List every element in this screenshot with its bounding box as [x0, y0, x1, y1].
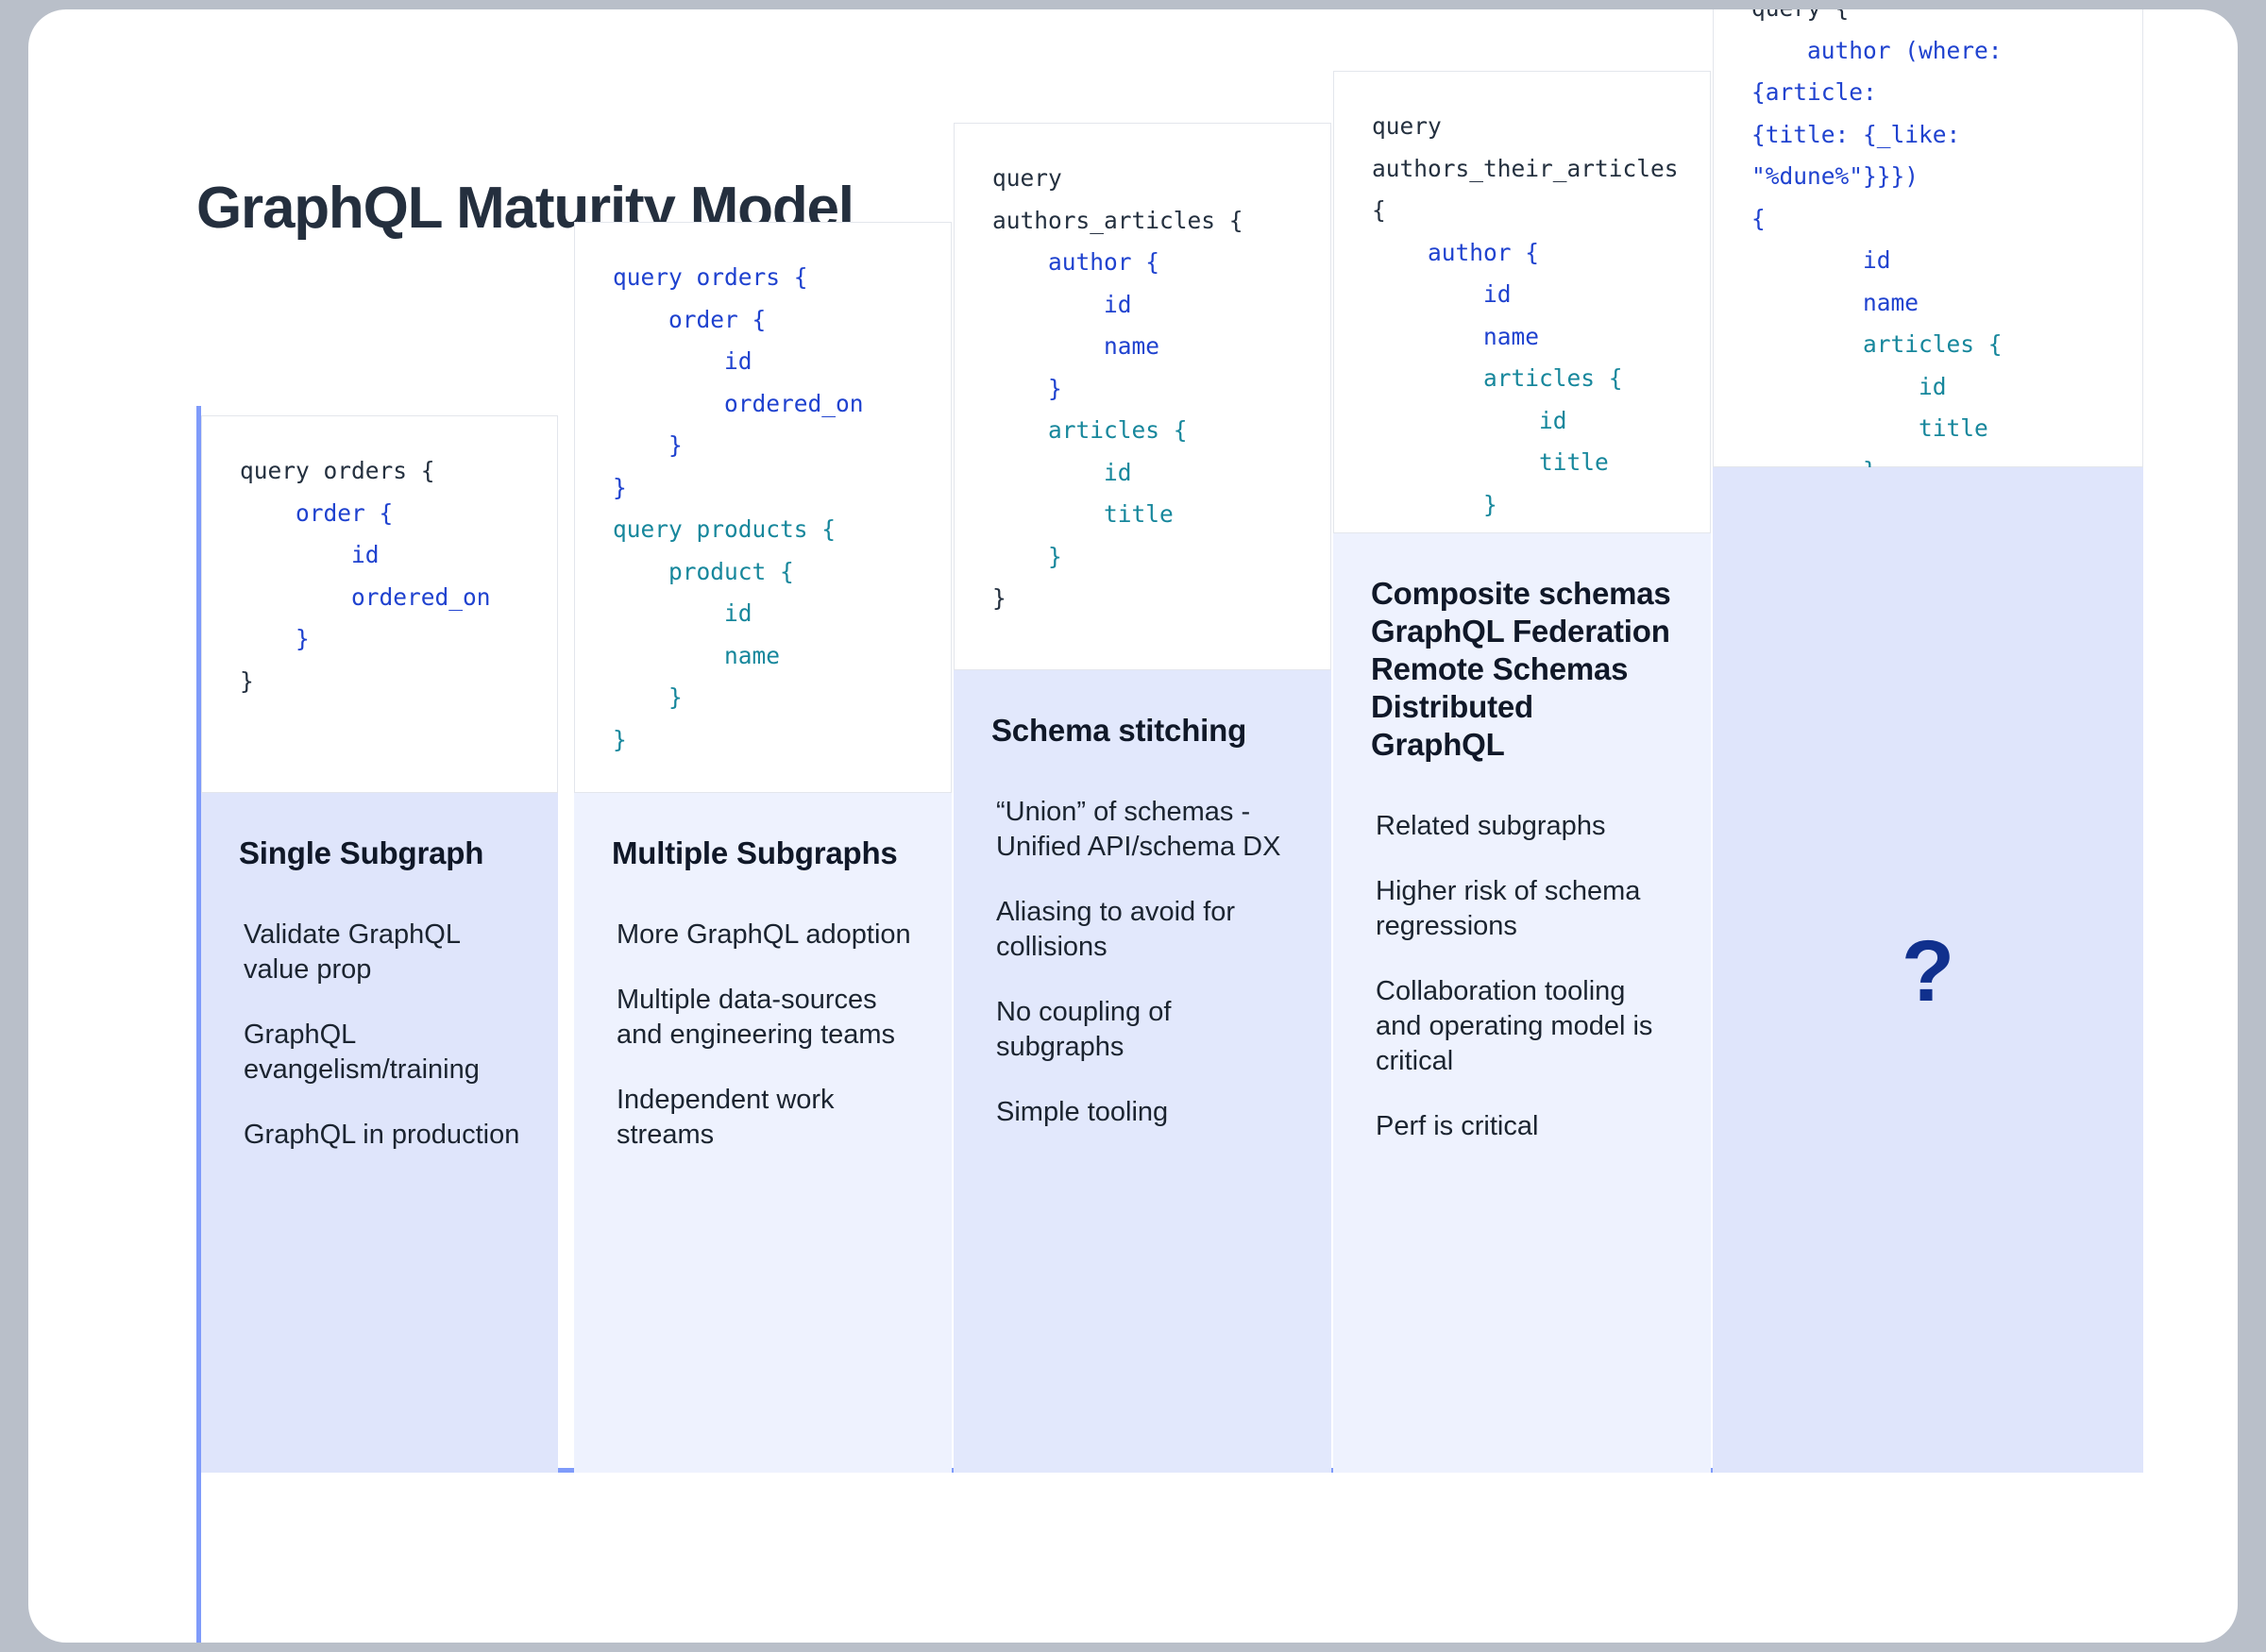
stage-column-unknown-future[interactable]: query { author (where: {article: {title:…: [1713, 9, 2143, 1473]
stage-bullet: Perf is critical: [1376, 1111, 1539, 1141]
code-line: articles {: [1863, 330, 2003, 358]
stage-bullet: GraphQL evangelism/training: [244, 1020, 480, 1085]
code-line: query authors_articles {: [992, 164, 1243, 234]
code-line: query orders {: [240, 457, 435, 484]
stage-bullet: No coupling of subgraphs: [996, 997, 1172, 1062]
code-line: id: [1483, 280, 1512, 308]
code-line: query {: [1751, 9, 1849, 22]
code-line: }: [1483, 490, 1497, 518]
stage-heading: Composite schemas GraphQL Federation Rem…: [1371, 576, 1671, 762]
code-line: {: [1751, 204, 1766, 232]
stage-column-multiple-subgraphs[interactable]: query orders { order { id ordered_on } }…: [574, 222, 952, 1473]
stage-bullet: Related subgraphs: [1376, 811, 1606, 841]
stage-bullet: Aliasing to avoid for collisions: [996, 897, 1236, 962]
code-line: articles {: [1048, 416, 1188, 444]
code-line: id: [1919, 372, 1947, 400]
stage-panel: Composite schemas GraphQL Federation Rem…: [1333, 533, 1711, 1473]
stage-heading: Single Subgraph: [239, 835, 484, 870]
code-line: query orders {: [613, 263, 808, 291]
code-line: name: [1863, 288, 1919, 316]
code-line: }: [1048, 542, 1062, 570]
code-line: product {: [668, 557, 794, 585]
stage-bullet: Simple tooling: [996, 1097, 1169, 1127]
stage-panel: Schema stitching “Union” of schemas - Un…: [954, 670, 1331, 1473]
code-line: order {: [296, 498, 394, 527]
code-line: id: [1104, 458, 1132, 486]
code-block: query orders { order { id ordered_on } }…: [574, 222, 952, 793]
code-block: query orders { order { id ordered_on } }: [201, 415, 558, 793]
code-line: id: [1539, 406, 1567, 434]
code-block: query authors_articles { author { id nam…: [954, 123, 1331, 670]
code-block: query { author (where: {article: {title:…: [1713, 9, 2143, 526]
code-line: name: [724, 641, 781, 669]
stage-bullet: Multiple data-sources and engineering te…: [617, 985, 896, 1050]
code-line: author {: [1048, 248, 1160, 276]
code-line: query products {: [613, 515, 837, 543]
code-line: ordered_on: [724, 389, 864, 417]
stage-heading: Schema stitching: [991, 713, 1247, 748]
code-line: name: [1104, 332, 1160, 360]
code-line: }: [992, 584, 1006, 612]
stage-column-composite-schemas[interactable]: query authors_their_articles { author { …: [1333, 71, 1711, 1473]
code-line: }: [668, 683, 683, 711]
code-line: id: [724, 347, 753, 375]
stage-bullet: Higher risk of schema regressions: [1376, 876, 1641, 941]
code-line: articles {: [1483, 364, 1623, 392]
code-line: title: [1539, 448, 1609, 476]
stage-bullet: Collaboration tooling and operating mode…: [1376, 976, 1653, 1076]
code-line: ordered_on: [351, 582, 491, 611]
y-axis-line: [196, 406, 201, 1643]
stage-bullet: Validate GraphQL value prop: [244, 919, 460, 985]
question-mark-icon: ?: [1901, 923, 1955, 1020]
stage-heading: Multiple Subgraphs: [612, 835, 898, 870]
code-line: id: [1863, 246, 1891, 274]
code-block: query authors_their_articles { author { …: [1333, 71, 1711, 560]
stage-bullet: GraphQL in production: [244, 1120, 520, 1150]
stage-bullet: Independent work streams: [617, 1085, 835, 1150]
stage-column-single-subgraph[interactable]: query orders { order { id ordered_on } }…: [201, 415, 558, 1473]
code-line: }: [613, 725, 627, 753]
code-line: }: [668, 431, 683, 459]
code-line: }: [613, 473, 627, 501]
code-line: name: [1483, 322, 1540, 350]
code-line: author (where: {article:: [1751, 36, 2003, 107]
code-line: title: [1919, 414, 1988, 442]
code-line: }: [1048, 374, 1062, 402]
code-line: title: [1104, 500, 1174, 528]
slide-canvas: GraphQL Maturity Model ↑ Value ↓ ←Number…: [28, 9, 2238, 1643]
code-line: id: [1104, 290, 1132, 318]
stage-column-schema-stitching[interactable]: query authors_articles { author { id nam…: [954, 123, 1331, 1473]
code-line: }: [296, 625, 310, 652]
stage-bullets: “Union” of schemas - Unified API/schema …: [991, 795, 1294, 1130]
maturity-chart: ↑ Value ↓ ←Number of teams, subgraphs→ q…: [196, 9, 2143, 1643]
stage-panel: ?: [1713, 467, 2143, 1473]
code-line: id: [724, 599, 753, 627]
code-line: order {: [668, 305, 767, 333]
stage-panel: Multiple Subgraphs More GraphQL adoption…: [574, 793, 952, 1473]
code-line: author {: [1428, 238, 1540, 266]
code-line: query authors_their_articles {: [1372, 112, 1679, 224]
code-line: id: [351, 541, 380, 568]
stage-panel: Single Subgraph Validate GraphQL value p…: [201, 793, 558, 1473]
stage-bullet: More GraphQL adoption: [617, 919, 911, 950]
code-line: }: [240, 666, 254, 695]
code-line: {title: {_like: "%dune%"}}}): [1751, 120, 1961, 191]
stage-bullet: “Union” of schemas - Unified API/schema …: [996, 797, 1281, 862]
